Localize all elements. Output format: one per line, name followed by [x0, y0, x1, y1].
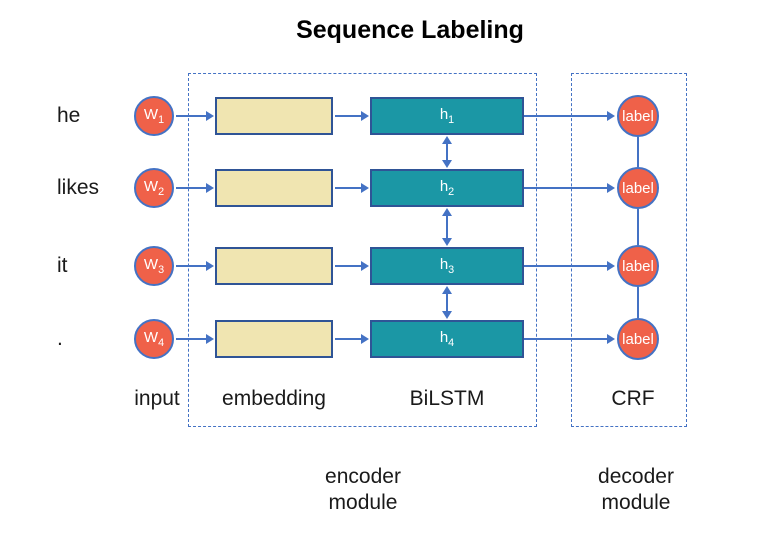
arrow-embedding-to-bilstm-icon	[335, 334, 369, 344]
arrow-bilstm-to-crf-icon	[524, 334, 615, 344]
bidirectional-arrow-h1-h2-icon	[442, 136, 452, 168]
arrow-embedding-to-bilstm-icon	[335, 261, 369, 271]
input-word: it	[57, 254, 68, 277]
embedding-box	[215, 320, 333, 358]
arrow-bilstm-to-crf-icon	[524, 183, 615, 193]
encoder-module-box	[188, 73, 537, 427]
label-node: label	[617, 95, 659, 137]
decoder-module-box	[571, 73, 687, 427]
hidden-state-box-h2: h2	[370, 169, 524, 207]
bidirectional-arrow-h3-h4-icon	[442, 286, 452, 319]
bidirectional-arrow-h2-h3-icon	[442, 208, 452, 246]
w-symbol: W3	[143, 256, 165, 276]
input-node-w4: W4	[134, 319, 174, 359]
label-node: label	[617, 167, 659, 209]
arrow-input-to-embedding-icon	[176, 261, 214, 271]
h-symbol: h2	[439, 178, 455, 198]
arrow-input-to-embedding-icon	[176, 334, 214, 344]
label-node: label	[617, 318, 659, 360]
hidden-state-box-h1: h1	[370, 97, 524, 135]
input-node-w1: W1	[134, 96, 174, 136]
embedding-box	[215, 247, 333, 285]
label-node: label	[617, 245, 659, 287]
label-text: label	[622, 179, 654, 197]
column-label-input: input	[134, 387, 180, 410]
label-text: label	[622, 257, 654, 275]
decoder-module-label: decoder module	[598, 464, 674, 516]
label-connector-line	[637, 287, 639, 318]
encoder-label-line1: encoder	[325, 465, 401, 488]
h-symbol: h1	[439, 106, 455, 126]
input-node-w3: W3	[134, 246, 174, 286]
encoder-module-label: encoder module	[325, 464, 401, 516]
arrow-input-to-embedding-icon	[176, 183, 214, 193]
embedding-box	[215, 169, 333, 207]
h-symbol: h4	[439, 329, 455, 349]
label-connector-line	[637, 137, 639, 167]
w-symbol: W2	[143, 178, 165, 198]
label-text: label	[622, 330, 654, 348]
label-text: label	[622, 107, 654, 125]
h-symbol: h3	[439, 256, 455, 276]
w-symbol: W4	[143, 329, 165, 349]
arrow-embedding-to-bilstm-icon	[335, 183, 369, 193]
input-word: he	[57, 104, 81, 127]
embedding-box	[215, 97, 333, 135]
column-label-crf: CRF	[611, 387, 655, 410]
arrow-bilstm-to-crf-icon	[524, 261, 615, 271]
decoder-label-line2: module	[601, 491, 671, 514]
arrow-bilstm-to-crf-icon	[524, 111, 615, 121]
arrow-embedding-to-bilstm-icon	[335, 111, 369, 121]
decoder-label-line1: decoder	[598, 465, 674, 488]
hidden-state-box-h3: h3	[370, 247, 524, 285]
input-word: .	[57, 327, 63, 350]
encoder-label-line2: module	[328, 491, 398, 514]
hidden-state-box-h4: h4	[370, 320, 524, 358]
column-label-embedding: embedding	[222, 387, 326, 410]
w-symbol: W1	[143, 106, 165, 126]
label-connector-line	[637, 209, 639, 245]
arrow-input-to-embedding-icon	[176, 111, 214, 121]
diagram-title: Sequence Labeling	[296, 16, 524, 44]
input-node-w2: W2	[134, 168, 174, 208]
column-label-bilstm: BiLSTM	[409, 387, 485, 410]
input-word: likes	[57, 176, 100, 199]
